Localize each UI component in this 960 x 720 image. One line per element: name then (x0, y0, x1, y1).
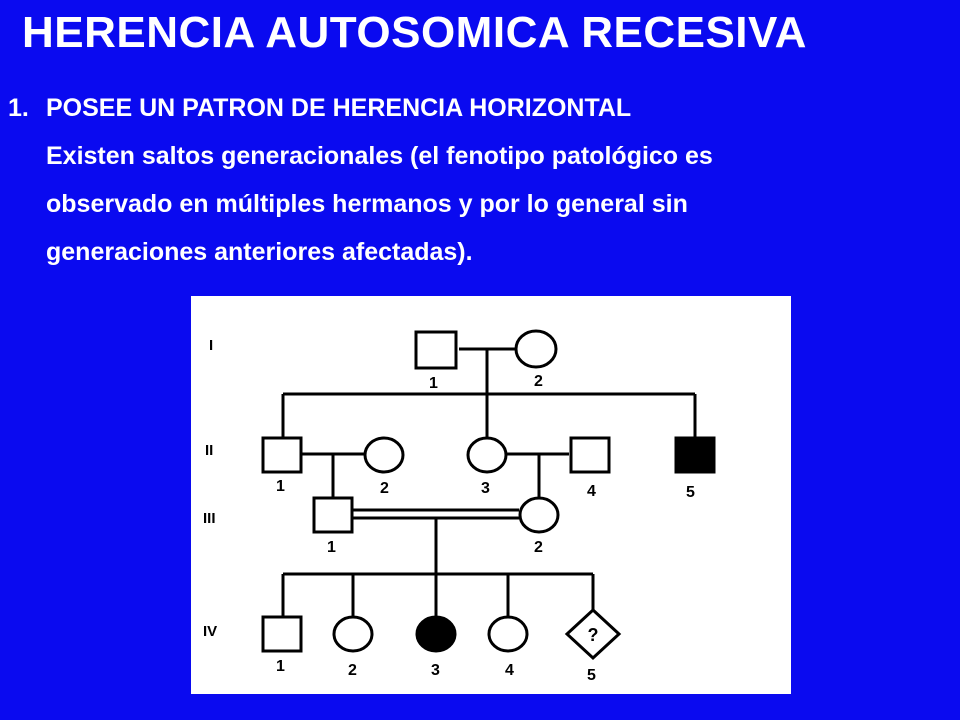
affected-female-symbol-iv-3 (415, 615, 457, 653)
unknown-sex-symbol-iv-5 (564, 607, 622, 661)
point-body-line: observado en múltiples hermanos y por lo… (46, 190, 688, 218)
pedigree-symbols (261, 329, 716, 661)
male-symbol-ii-1 (261, 436, 303, 474)
pedigree-chart: I II III IV 1 2 1 2 3 4 5 1 2 1 2 3 4 5 … (191, 296, 791, 694)
individual-number: 4 (505, 662, 514, 679)
female-symbol-ii-3 (466, 436, 508, 474)
point-body: Existen saltos generacionales (el fenoti… (46, 132, 926, 276)
unknown-mark: ? (588, 625, 599, 645)
point-body-line: Existen saltos generacionales (el fenoti… (46, 142, 713, 170)
female-symbol-iv-2 (332, 615, 374, 653)
individual-number: 1 (429, 375, 438, 392)
individual-number: 1 (276, 658, 285, 675)
male-symbol-iv-1 (261, 615, 303, 653)
point-body-line: generaciones anteriores afectadas). (46, 238, 473, 266)
generation-label-i: I (209, 337, 213, 354)
point-heading: POSEE UN PATRON DE HERENCIA HORIZONTAL (46, 94, 632, 122)
individual-number: 2 (380, 480, 389, 497)
individual-number: 1 (327, 539, 336, 556)
individual-number: 2 (348, 662, 357, 679)
individual-number: 3 (431, 662, 440, 679)
individual-number: 3 (481, 480, 490, 497)
affected-male-symbol-ii-5 (674, 436, 716, 474)
generation-label-ii: II (205, 442, 213, 459)
individual-number: 5 (587, 667, 596, 684)
male-symbol-iii-1 (312, 496, 354, 534)
generation-label-iv: IV (203, 623, 217, 640)
individual-number: 5 (686, 484, 695, 501)
female-symbol-i-2 (514, 329, 558, 369)
male-symbol-ii-4 (569, 436, 611, 474)
male-symbol-i-1 (414, 330, 458, 370)
female-symbol-iii-2 (518, 496, 560, 534)
female-symbol-iv-4 (487, 615, 529, 653)
point-number: 1. (8, 94, 29, 122)
individual-number: 2 (534, 373, 543, 390)
individual-number: 4 (587, 483, 596, 500)
pedigree-svg: I II III IV 1 2 1 2 3 4 5 1 2 1 2 3 4 5 … (203, 329, 716, 684)
individual-number: 1 (276, 478, 285, 495)
female-symbol-ii-2 (363, 436, 405, 474)
generation-label-iii: III (203, 510, 216, 527)
individual-number: 2 (534, 539, 543, 556)
slide-title: HERENCIA AUTOSOMICA RECESIVA (22, 8, 807, 57)
pedigree-lines (281, 347, 697, 617)
